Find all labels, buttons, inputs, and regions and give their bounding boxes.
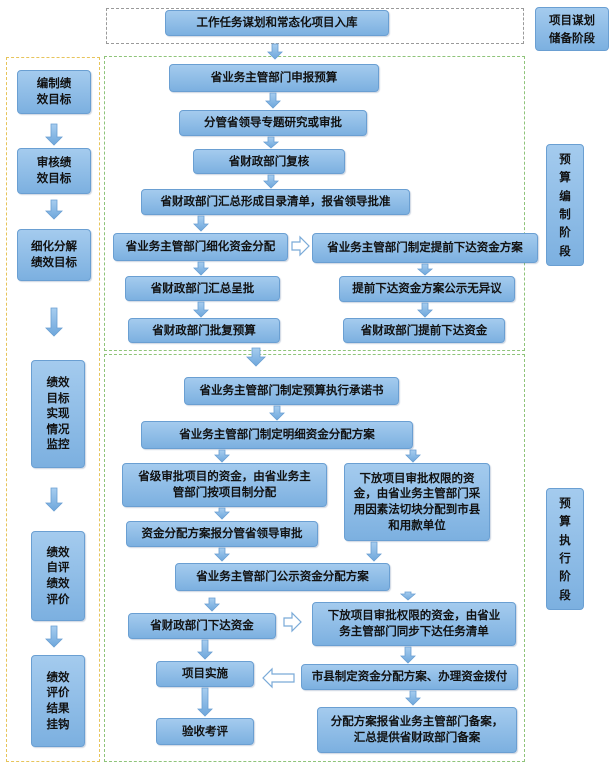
- perf-step-3: 细化分解绩效目标: [17, 229, 91, 281]
- execute-step-7: 省财政部门下达资金: [128, 613, 276, 639]
- compile-step-2: 分管省领导专题研究或审批: [179, 110, 367, 136]
- compile-step-6: 省业务主管部门制定提前下达资金方案: [312, 233, 538, 263]
- compile-step-10: 省财政部门提前下达资金: [343, 318, 505, 343]
- reserve-region: [106, 8, 524, 44]
- perf-step-1: 编制绩效目标: [17, 70, 91, 114]
- execute-step-10: 市县制定资金分配方案、办理资金拨付: [301, 664, 518, 690]
- compile-step-9: 省财政部门批复预算: [128, 318, 280, 343]
- execute-step-6: 省业务主管部门公示资金分配方案: [175, 563, 390, 591]
- compile-step-4: 省财政部门汇总形成目录清单，报省领导批准: [141, 189, 410, 215]
- compile-step-3: 省财政部门复核: [193, 149, 345, 174]
- execute-step-8: 下放项目审批权限的资金，由省业务主管部门同步下达任务清单: [312, 602, 516, 646]
- perf-step-4: 绩效目标实现情况监控: [31, 360, 85, 468]
- stage-label-execute: 预算执行阶段: [546, 488, 584, 610]
- execute-step-11: 验收考评: [156, 718, 254, 745]
- perf-step-6: 绩效评价结果挂钩: [31, 655, 85, 747]
- execute-step-1: 省业务主管部门制定预算执行承诺书: [184, 377, 399, 405]
- compile-step-1: 省业务主管部门申报预算: [169, 64, 379, 92]
- compile-step-7: 省财政部门汇总呈批: [125, 276, 280, 301]
- project-reserve-box: 工作任务谋划和常态化项目入库: [165, 10, 389, 36]
- execute-step-9: 项目实施: [156, 661, 254, 687]
- compile-region: [104, 56, 525, 351]
- compile-step-5: 省业务主管部门细化资金分配: [113, 233, 288, 261]
- performance-region: [6, 57, 100, 762]
- execute-step-5: 资金分配方案报分管省领导审批: [126, 521, 318, 547]
- execute-step-3: 省级审批项目的资金，由省业务主管部门按项目制分配: [122, 463, 327, 507]
- perf-step-5: 绩效自评绩效评价: [31, 531, 85, 621]
- execute-step-2: 省业务主管部门制定明细资金分配方案: [141, 421, 413, 449]
- stage-label-compile: 预算编制阶段: [546, 144, 584, 266]
- execute-region: [104, 354, 525, 762]
- compile-step-8: 提前下达资金方案公示无异议: [339, 276, 515, 302]
- execute-step-4: 下放项目审批权限的资金，由省业务主管部门采用因素法切块分配到市县和用款单位: [344, 463, 490, 541]
- stage-label-reserve: 项目谋划储备阶段: [535, 7, 609, 51]
- perf-step-2: 审核绩效目标: [17, 148, 91, 194]
- execute-step-12: 分配方案报省业务主管部门备案，汇总提供省财政部门备案: [317, 707, 517, 753]
